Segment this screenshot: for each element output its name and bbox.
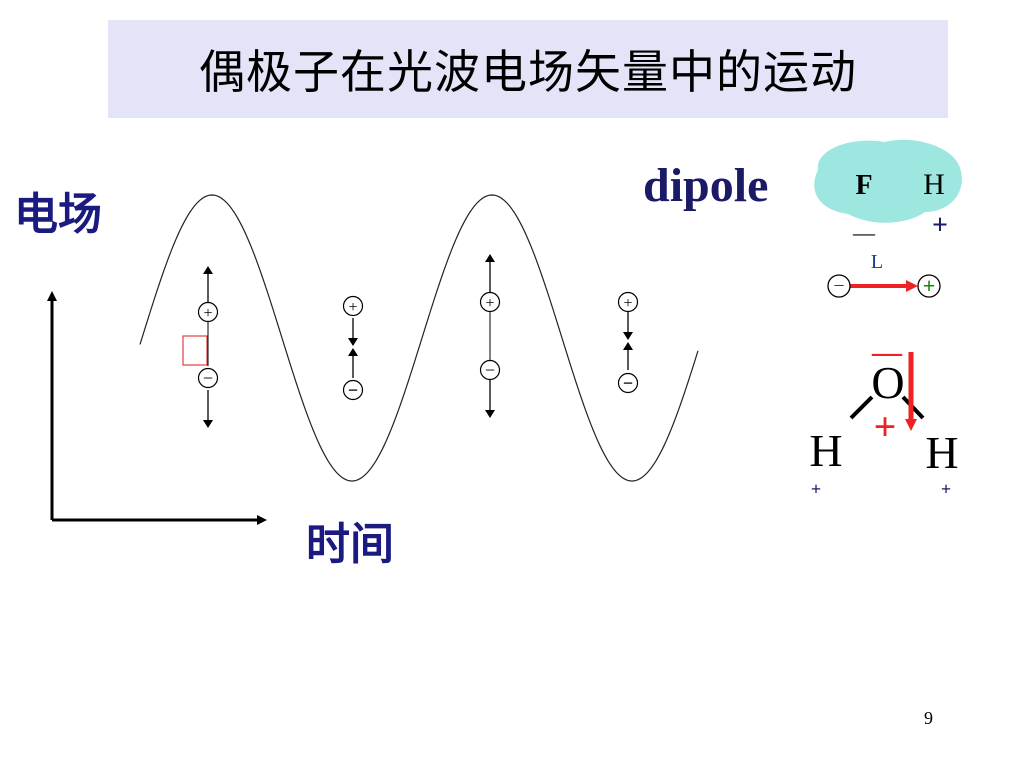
h-left-charge: +	[811, 479, 821, 499]
negative-charge	[197, 367, 219, 389]
page-number: 9	[924, 708, 933, 728]
negative-charge	[479, 359, 501, 381]
electron-cloud	[814, 139, 962, 223]
position-marker	[182, 335, 208, 366]
slide-title: 偶极子在光波电场矢量中的运动	[199, 45, 857, 99]
positive-charge	[617, 291, 639, 313]
wave-dipole-2: + −	[342, 295, 364, 401]
atom-h: H	[923, 168, 945, 201]
positive-charge	[479, 291, 501, 313]
minus-sign: −	[348, 380, 358, 400]
atom-o: O	[871, 357, 904, 408]
negative-charge	[617, 372, 639, 394]
positive-charge	[342, 295, 364, 317]
negative-end	[827, 274, 851, 298]
positive-end	[917, 274, 941, 298]
title-box: 偶极子在光波电场矢量中的运动	[108, 20, 948, 118]
plus-sign: +	[348, 299, 357, 316]
wave-dipole-1: + −	[197, 266, 219, 428]
plus-sign: +	[485, 295, 494, 312]
atom-f: F	[855, 170, 872, 201]
positive-charge	[197, 301, 219, 323]
axes	[47, 291, 267, 525]
minus-sign: −	[485, 360, 495, 380]
minus-sign: −	[623, 373, 633, 393]
dipole-moment-arrow: L − +	[827, 251, 941, 298]
oxygen-charge: —	[871, 336, 903, 369]
atom-h-right: H	[925, 427, 958, 478]
water-molecule: — O + H H + +	[809, 336, 958, 499]
sine-wave	[139, 194, 699, 482]
plus-sign: +	[203, 305, 212, 322]
wave-dipole-4: + −	[617, 291, 639, 394]
negative-charge	[342, 379, 364, 401]
plus-sign: +	[623, 295, 632, 312]
bond-length-label: L	[871, 251, 883, 273]
y-axis-label: 电场	[14, 189, 102, 240]
dipole-word: dipole	[643, 159, 769, 212]
center-charge: +	[874, 404, 897, 449]
x-axis-label: 时间	[306, 519, 394, 570]
h-charge: +	[932, 210, 948, 241]
f-charge: —	[852, 220, 876, 245]
pos-symbol: +	[923, 273, 936, 298]
atom-h-left: H	[809, 425, 842, 476]
hf-molecule: F H — +	[814, 139, 962, 245]
minus-sign: −	[203, 368, 213, 388]
oh-bond-left	[849, 395, 874, 420]
h-right-charge: +	[941, 479, 951, 499]
neg-symbol: −	[833, 275, 844, 297]
wave-dipole-3: + −	[479, 254, 501, 418]
